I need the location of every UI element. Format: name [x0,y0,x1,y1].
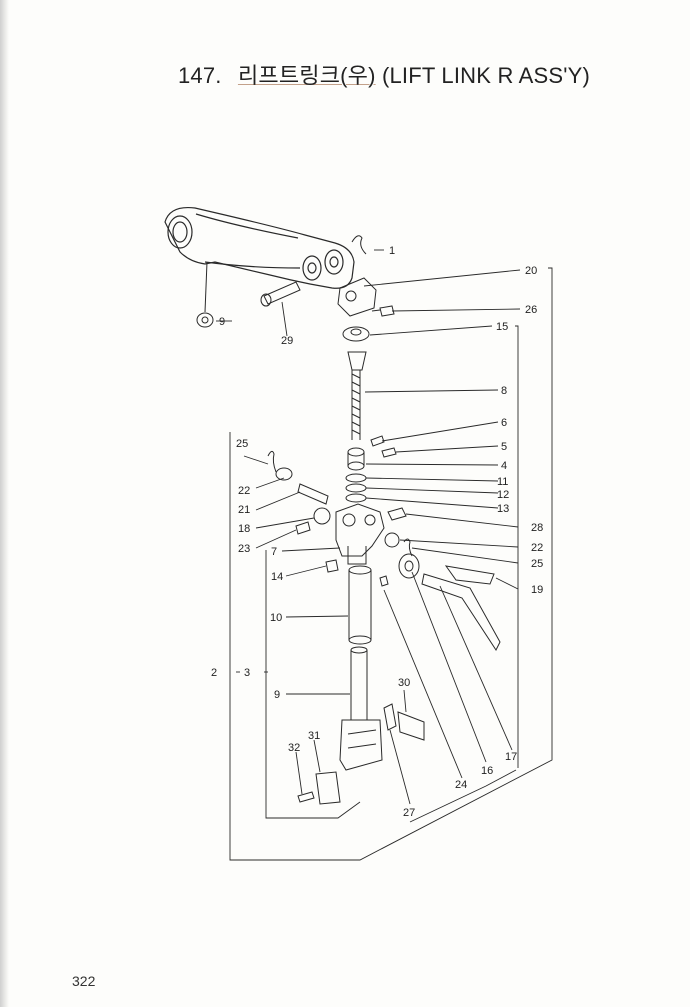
callout-17: 17 [505,751,517,763]
screw-5 [381,447,397,458]
plate-31 [315,771,341,805]
callout-24: 24 [455,779,467,791]
callout-16: 16 [481,765,493,777]
cotter-pin-1 [351,235,367,255]
threaded-rod-8 [347,351,367,440]
callout-28: 28 [531,522,543,534]
page-title: 147. 리프트링크(우) (LIFT LINK R ASS'Y) [178,58,590,90]
callout-27: 27 [403,807,415,819]
cotter-pin-25b [403,538,413,557]
washer-13 [345,493,367,503]
washer-22b [384,532,400,548]
lever-17 [421,573,501,652]
callout-10: 10 [270,612,282,624]
callout-19: 19 [531,584,543,596]
callout-22-left: 22 [238,485,250,497]
callout-22-right: 22 [531,542,543,554]
callout-8: 8 [501,385,507,397]
callout-30: 30 [398,677,410,689]
page-number: 322 [72,973,96,989]
lift-arm [164,206,355,289]
callout-20: 20 [525,265,537,277]
callout-13: 13 [497,503,509,515]
callout-15: 15 [496,321,508,333]
callout-29: 29 [281,335,293,347]
screw-6 [370,435,385,447]
title-english: (LIFT LINK R ASS'Y) [381,63,591,88]
callout-9-top: 9 [219,316,225,328]
callout-21: 21 [238,504,250,516]
pin-23 [295,521,311,535]
callout-25-right: 25 [531,558,543,570]
callout-5: 5 [501,441,507,453]
shaft-21 [297,483,329,505]
yoke-7 [335,503,385,565]
callout-6: 6 [501,417,507,429]
washer-12 [345,483,367,493]
sleeve-10 [348,565,372,645]
leader-lines [216,249,553,861]
callout-9: 9 [274,689,280,701]
washer-22a [275,467,293,481]
bracket-30 [397,711,425,741]
pin-29 [260,281,301,307]
collar-4 [347,447,365,471]
clamp-block-20 [337,277,377,317]
spring-19 [444,565,495,585]
nut-15 [342,326,370,342]
callout-26: 26 [525,304,537,316]
nut-leader [204,261,208,313]
title-korean: 리프트링크(우) [237,63,376,88]
callout-25-left: 25 [236,438,248,450]
spindle-9 [339,646,383,771]
bolt-28 [387,507,407,521]
bolt-26 [371,305,395,317]
callout-4: 4 [501,460,507,472]
callout-2: 2 [211,667,217,679]
pin-24 [379,575,389,587]
callout-1: 1 [389,245,395,257]
nut-9 [196,312,214,328]
callout-18: 18 [238,523,250,535]
cotter-pin-25a [267,450,277,473]
title-number: 147. [178,63,222,88]
callout-31: 31 [308,730,320,742]
callout-14: 14 [271,571,283,583]
collar-18 [313,507,331,525]
callout-32: 32 [288,742,300,754]
callout-7: 7 [271,546,277,558]
callout-12: 12 [497,489,509,501]
scan-edge [0,0,9,1007]
callout-23: 23 [238,543,250,555]
callout-labels: 1 20 26 9 29 15 8 6 5 4 11 12 13 28 22 2… [211,245,543,819]
callout-11: 11 [497,476,508,488]
pin-32 [297,791,315,803]
fitting-14 [325,559,339,573]
gear-16 [398,553,420,579]
callout-3: 3 [244,667,250,679]
bolt-27 [383,703,397,731]
washer-11 [345,473,367,483]
